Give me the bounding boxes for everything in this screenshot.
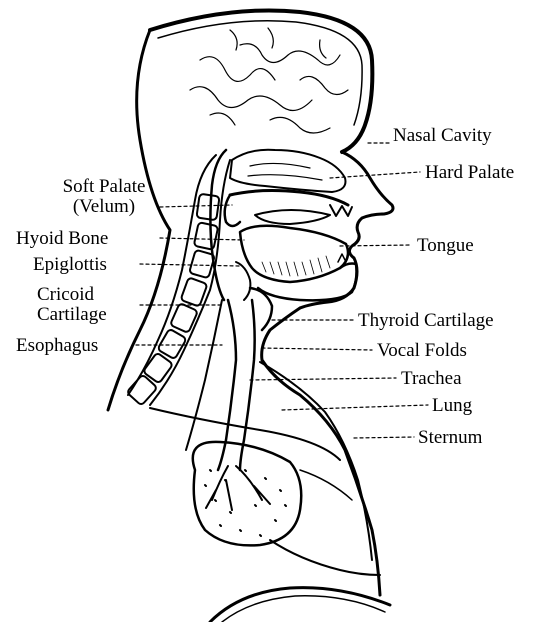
epiglottis-shape [236, 262, 250, 300]
label-sternum: Sternum [418, 428, 482, 447]
label-cricoid: Cricoid [37, 285, 94, 304]
bronchi [206, 466, 270, 510]
rib-line-2 [300, 470, 352, 500]
leader-epiglottis [140, 264, 240, 266]
label-hard-palate: Hard Palate [425, 163, 514, 182]
tongue-texture [262, 256, 330, 276]
leader-hyoid-bone [160, 238, 244, 240]
label-trachea: Trachea [401, 369, 462, 388]
neck-front [262, 308, 380, 595]
label-hyoid-bone: Hyoid Bone [16, 229, 108, 248]
lung-shape [193, 442, 301, 546]
leader-lung [282, 405, 428, 410]
lower-jaw [258, 264, 357, 301]
leader-trachea [250, 378, 396, 380]
label-velum: (Velum) [44, 197, 164, 216]
label-cartilage: Cartilage [37, 305, 107, 324]
chest-bottom-arc-inner [222, 596, 385, 622]
esophagus-tube [186, 300, 222, 450]
nasal-turbinates [248, 163, 322, 180]
label-esophagus: Esophagus [16, 336, 98, 355]
nasal-cavity-shape [230, 150, 345, 192]
tongue-shape [240, 226, 348, 282]
diaphragm [270, 540, 380, 575]
face-profile [300, 152, 393, 308]
lower-teeth [338, 254, 346, 262]
leader-sternum [354, 437, 414, 438]
leader-vocal-folds [262, 348, 372, 350]
label-nasal-cavity: Nasal Cavity [393, 126, 492, 145]
label-vocal-folds: Vocal Folds [377, 341, 467, 360]
brain-pattern [190, 28, 348, 133]
trachea-tube [218, 300, 236, 470]
label-thyroid-cartilage: Thyroid Cartilage [358, 311, 494, 330]
label-tongue: Tongue [417, 236, 474, 255]
label-soft-palate: Soft Palate [44, 177, 164, 196]
oral-cavity [255, 210, 330, 224]
lung-dots [205, 470, 286, 536]
sternum-line [260, 362, 372, 560]
label-lung: Lung [432, 396, 472, 415]
soft-palate-shape [225, 195, 240, 226]
skull-inner-line [158, 21, 362, 125]
neck-back [108, 30, 170, 410]
upper-teeth [330, 205, 352, 216]
label-epiglottis: Epiglottis [33, 255, 107, 274]
chest-bottom-arc [210, 588, 390, 622]
